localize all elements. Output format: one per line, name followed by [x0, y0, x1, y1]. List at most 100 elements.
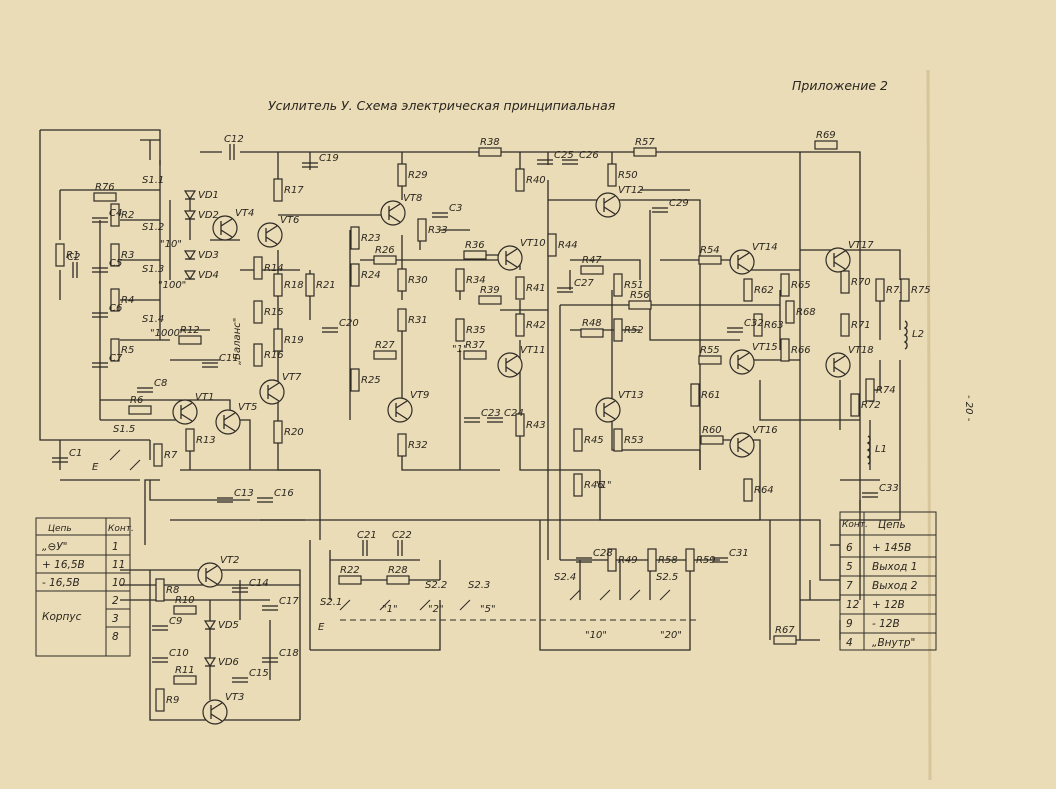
label-vt7: VT7 [282, 372, 302, 383]
s2-2-position-label: "2" [428, 604, 444, 615]
resistor-r5 [110, 338, 120, 362]
label-r64: R64 [754, 485, 774, 496]
r35-mark-label: "1" [452, 344, 468, 355]
resistor-r75 [900, 278, 910, 302]
resistor-r12 [178, 335, 202, 345]
label-c24: C24 [504, 408, 524, 419]
label-r59: R59 [696, 555, 716, 566]
label-r34: R34 [466, 275, 486, 286]
left-table-circuit-3: Корпус [42, 611, 82, 623]
label-r76: R76 [95, 182, 115, 193]
label-r30: R30 [408, 275, 428, 286]
resistor-r32 [397, 433, 407, 457]
label-c15: C15 [249, 668, 269, 679]
capacitor-c15 [232, 677, 248, 683]
transistor-vt18 [825, 352, 851, 378]
label-vt8: VT8 [403, 193, 422, 204]
resistor-r66 [780, 338, 790, 362]
label-r5: R5 [121, 345, 134, 356]
label-c7: C7 [109, 353, 123, 364]
resistor-r10 [173, 605, 197, 615]
resistor-r22 [338, 575, 362, 585]
resistor-r17 [273, 178, 283, 202]
resistor-r24 [350, 263, 360, 287]
resistor-r30 [397, 268, 407, 292]
right-table-circuit-4: - 12В [872, 618, 900, 630]
r46-mark-label: "1" [596, 480, 612, 491]
label-r67: R67 [775, 625, 795, 636]
inductor-l2 [903, 320, 908, 350]
label-c22: C22 [392, 530, 412, 541]
resistor-r61 [690, 383, 700, 407]
label-vd5: VD5 [218, 620, 239, 631]
resistor-r54 [698, 255, 722, 265]
capacitor-c25 [537, 159, 553, 165]
left-table-contact-5: 8 [112, 631, 119, 643]
transistor-vt3 [202, 699, 228, 725]
s2-4-position-label: "10" [585, 630, 607, 641]
right-table-circuit-2: Выход 2 [872, 580, 918, 592]
label-vt9: VT9 [410, 390, 429, 401]
paper-fold [926, 69, 932, 781]
label-r50: R50 [618, 170, 638, 181]
resistor-r33 [417, 218, 427, 242]
capacitor-c11 [202, 362, 218, 368]
label-c33: C33 [879, 483, 899, 494]
resistor-r49 [607, 548, 617, 572]
diode-vd3 [183, 250, 197, 261]
schematic-title: Усилитель У. Схема электрическая принцип… [268, 98, 616, 113]
resistor-r60 [700, 435, 724, 445]
transistor-vt7 [259, 379, 285, 405]
resistor-r71 [840, 313, 850, 337]
capacitor-c7 [92, 362, 108, 368]
resistor-r40 [515, 168, 525, 192]
resistor-r48 [580, 328, 604, 338]
left-table-contact-3: 2 [112, 595, 119, 607]
resistor-r9 [155, 688, 165, 712]
label-r38: R38 [480, 137, 500, 148]
right-table-circuit-5: „Внутр" [872, 637, 915, 649]
label-vt3: VT3 [225, 692, 244, 703]
label-r26: R26 [375, 245, 395, 256]
label-c29: C29 [669, 198, 689, 209]
capacitor-c10 [152, 657, 168, 663]
diode-vd5 [203, 620, 217, 631]
label-r47: R47 [582, 255, 602, 266]
label-r28: R28 [388, 565, 408, 576]
capacitor-c29 [652, 207, 668, 213]
label-r56: R56 [630, 290, 650, 301]
capacitor-c3 [432, 212, 448, 218]
capacitor-c16 [257, 497, 273, 503]
label-r57: R57 [635, 137, 655, 148]
components-layer: R1R2R3R4R5R6R7R8R9R10R11R12R13R14R15R16R… [52, 130, 931, 725]
resistor-r11 [173, 675, 197, 685]
resistor-r19 [273, 328, 283, 352]
resistor-r13 [185, 428, 195, 452]
label-r49: R49 [618, 555, 638, 566]
transistor-vt8 [380, 200, 406, 226]
label-r71: R71 [851, 320, 871, 331]
capacitor-c18 [262, 657, 278, 663]
resistor-r62 [743, 278, 753, 302]
left-table-circuit-1: + 16,5В [42, 559, 85, 571]
label-r41: R41 [526, 283, 546, 294]
label-r51: R51 [624, 280, 644, 291]
capacitor-c23 [464, 417, 480, 423]
label-r14: R14 [264, 263, 284, 274]
resistor-r67 [773, 635, 797, 645]
s2-1-position-label: "1" [382, 604, 398, 615]
resistor-r20 [273, 420, 283, 444]
label-c3: C3 [449, 203, 462, 214]
s1-3-position-label: "100" [158, 280, 186, 291]
label-r60: R60 [702, 425, 722, 436]
s1-2-position-label: "10" [160, 239, 182, 250]
label-c10: C10 [169, 648, 189, 659]
label-s1-3: S1.3 [142, 264, 164, 275]
label-r48: R48 [582, 318, 602, 329]
capacitor-c9 [152, 625, 168, 631]
label-r16: R16 [264, 350, 284, 361]
appendix-label: Приложение 2 [792, 78, 888, 93]
s1-4-position-label: "1000" [150, 328, 185, 339]
right-table-contact-0: 6 [846, 542, 853, 554]
resistor-r34 [455, 268, 465, 292]
